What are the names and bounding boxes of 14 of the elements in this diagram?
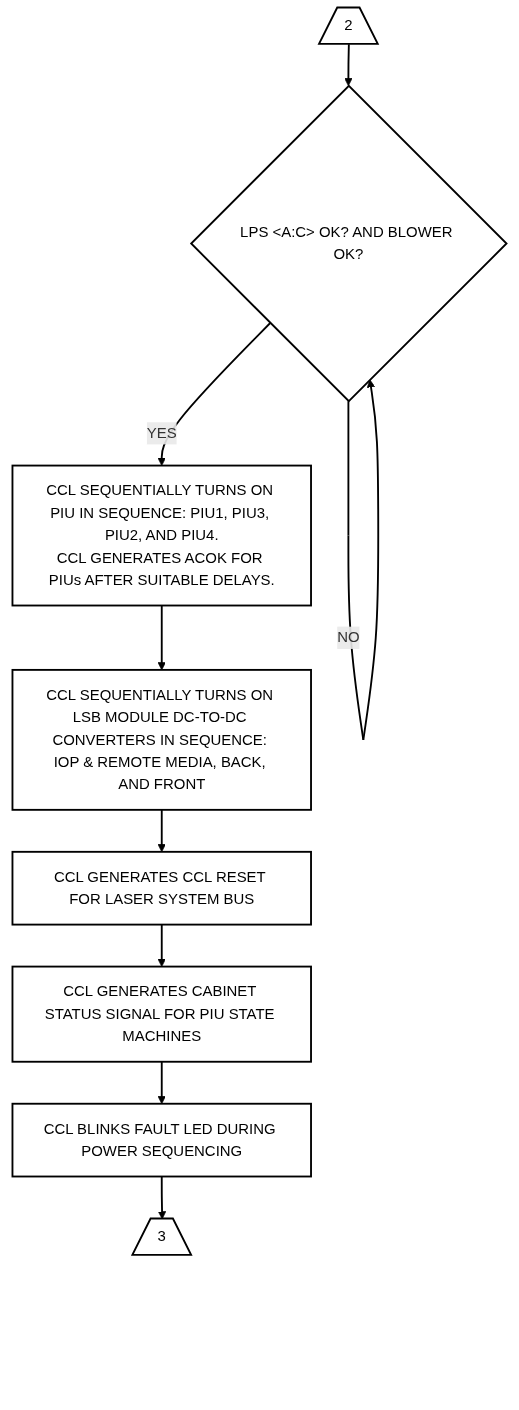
edge-label: YES	[146, 424, 177, 441]
node-diamond: LPS <A:C> OK? AND BLOWER OK?	[189, 84, 508, 403]
node-box: CCL BLINKS FAULT LED DURING POWER SEQUENCING	[11, 1102, 312, 1178]
arrow	[347, 379, 380, 741]
arrow	[157, 1060, 166, 1105]
node-box: CCL SEQUENTIALLY TURNS ON LSB MODULE DC-TO-DC CONVERTERS IN SEQUENCE: IOP & REMOTE MEDIA, BACK, AND FRONT	[11, 668, 312, 811]
node-box: CCL GENERATES CCL RESET FOR LASER SYSTEM BUS	[11, 850, 312, 926]
arrow	[157, 808, 166, 853]
edge-label: NO	[337, 629, 360, 646]
node-box: CCL GENERATES CABINET STATUS SIGNAL FOR PIU STATE MACHINES	[11, 965, 312, 1063]
node-box: CCL SEQUENTIALLY TURNS ON PIU IN SEQUENCE: PIU1, PIU3, PIU2, AND PIU4. CCL GENERATES ACOK FOR PIUs AFTER SUITABLE DELAYS.	[11, 464, 312, 607]
arrow	[157, 923, 166, 967]
arrow	[157, 604, 166, 671]
arrow	[344, 43, 353, 87]
